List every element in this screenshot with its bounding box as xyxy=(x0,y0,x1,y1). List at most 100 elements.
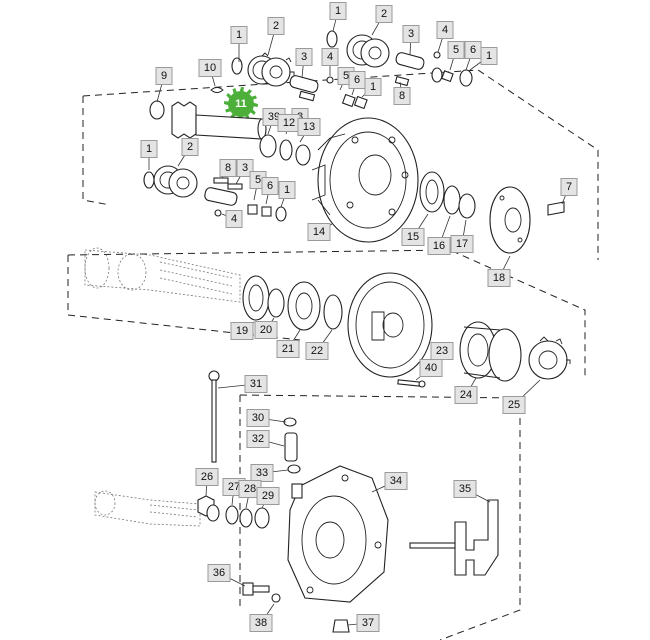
callout-number: 34 xyxy=(390,475,402,487)
callout-4[interactable]: 4 xyxy=(321,48,339,77)
bearing-15-17[interactable] xyxy=(419,171,476,219)
callout-8[interactable]: 8 xyxy=(219,159,237,179)
cover-plate-18[interactable] xyxy=(489,186,565,254)
plug-37[interactable] xyxy=(332,619,350,633)
callout-10[interactable]: 10 xyxy=(198,59,222,87)
callout-box xyxy=(502,396,526,414)
callout-6[interactable]: 6 xyxy=(464,41,482,71)
rod-31[interactable] xyxy=(208,370,220,463)
pin-40[interactable] xyxy=(397,379,426,388)
rings-center[interactable] xyxy=(259,134,311,166)
callout-1[interactable]: 1 xyxy=(278,181,296,208)
callout-2[interactable]: 2 xyxy=(267,17,285,56)
bolt-36-38[interactable] xyxy=(242,582,281,603)
callout-26[interactable]: 26 xyxy=(195,468,219,497)
callout-17[interactable]: 17 xyxy=(450,219,474,253)
pin-top[interactable] xyxy=(289,52,425,102)
callout-4[interactable]: 4 xyxy=(436,21,454,53)
callout-1[interactable]: 1 xyxy=(469,47,498,71)
callout-3[interactable]: 3 xyxy=(295,48,313,79)
callout-15[interactable]: 15 xyxy=(401,213,429,246)
callout-number: 33 xyxy=(256,467,268,479)
shift-fork-35[interactable] xyxy=(409,499,499,576)
callout-12[interactable]: 12 xyxy=(277,114,301,135)
callout-box xyxy=(453,480,477,498)
callout-14[interactable]: 14 xyxy=(307,223,333,241)
gear-left[interactable] xyxy=(143,165,198,198)
callout-28[interactable]: 28 xyxy=(238,480,262,509)
callout-4[interactable]: 4 xyxy=(221,210,243,228)
housing-34[interactable] xyxy=(287,465,389,603)
callout-24[interactable]: 24 xyxy=(454,377,478,404)
callout-36[interactable]: 36 xyxy=(207,564,246,587)
callout-31[interactable]: 31 xyxy=(217,375,268,393)
callout-33[interactable]: 33 xyxy=(250,464,289,482)
callout-1[interactable]: 1 xyxy=(361,78,382,98)
callout-22[interactable]: 22 xyxy=(305,329,333,360)
gear-top-right[interactable] xyxy=(346,34,390,68)
callout-3[interactable]: 3 xyxy=(402,25,420,56)
callout-29[interactable]: 29 xyxy=(256,487,280,509)
callout-5[interactable]: 5 xyxy=(447,41,465,71)
sliding-collar-24[interactable] xyxy=(459,321,522,382)
callout-number: 3 xyxy=(301,51,307,63)
small-blocks-top[interactable] xyxy=(210,51,454,110)
callout-box xyxy=(480,47,498,65)
callout-box xyxy=(384,472,408,490)
callout-8[interactable]: 8 xyxy=(393,81,411,105)
planet-carrier[interactable] xyxy=(311,117,419,243)
callout-34[interactable]: 34 xyxy=(371,472,408,493)
callout-number: 38 xyxy=(255,617,267,629)
pin-left[interactable] xyxy=(204,177,287,222)
gear-top-center[interactable] xyxy=(247,52,295,87)
callout-box xyxy=(261,177,279,195)
callout-number: 18 xyxy=(493,272,505,284)
plunger-30-33[interactable] xyxy=(283,417,301,474)
callout-32[interactable]: 32 xyxy=(246,430,285,448)
callout-25[interactable]: 25 xyxy=(502,379,541,414)
callout-box xyxy=(402,25,420,43)
callout-box xyxy=(140,140,158,158)
callout-13[interactable]: 13 xyxy=(297,118,321,143)
callout-16[interactable]: 16 xyxy=(427,215,451,255)
callout-number: 4 xyxy=(327,51,333,63)
gear-25[interactable] xyxy=(528,336,571,380)
callout-30[interactable]: 30 xyxy=(246,409,287,427)
input-shaft[interactable] xyxy=(149,100,267,140)
callout-37[interactable]: 37 xyxy=(347,614,380,632)
bearing-row-middle[interactable] xyxy=(242,275,343,331)
callout-box xyxy=(364,78,382,96)
callout-1[interactable]: 1 xyxy=(230,26,248,63)
callout-2[interactable]: 2 xyxy=(371,5,393,36)
callout-box xyxy=(246,409,270,427)
callout-1[interactable]: 1 xyxy=(329,2,347,32)
callout-number: 5 xyxy=(255,174,261,186)
callout-number: 1 xyxy=(146,143,152,155)
callout-box xyxy=(375,5,393,23)
callout-19[interactable]: 19 xyxy=(230,321,255,340)
callout-6[interactable]: 6 xyxy=(348,71,366,96)
callout-box xyxy=(356,614,380,632)
callout-2[interactable]: 2 xyxy=(177,138,199,167)
callout-box xyxy=(560,178,578,196)
callout-box xyxy=(198,59,222,77)
ring-gear[interactable] xyxy=(347,272,433,378)
callout-20[interactable]: 20 xyxy=(254,317,278,339)
callout-21[interactable]: 21 xyxy=(276,329,301,358)
callout-1[interactable]: 1 xyxy=(140,140,158,171)
callout-3[interactable]: 3 xyxy=(235,159,254,185)
bushing-top[interactable] xyxy=(231,30,473,87)
callout-9[interactable]: 9 xyxy=(155,67,173,103)
callout-number: 30 xyxy=(252,412,264,424)
callout-number: 16 xyxy=(433,240,445,252)
nut-and-bushings[interactable] xyxy=(197,495,270,529)
callout-number: 32 xyxy=(252,433,264,445)
callout-6[interactable]: 6 xyxy=(261,177,279,205)
callout-38[interactable]: 38 xyxy=(249,603,275,632)
callout-40[interactable]: 40 xyxy=(415,359,443,381)
callout-18[interactable]: 18 xyxy=(487,255,511,287)
callout-number: 4 xyxy=(231,213,237,225)
callout-35[interactable]: 35 xyxy=(453,480,491,503)
callout-7[interactable]: 7 xyxy=(560,178,578,205)
highlighted-part-11[interactable]: 11 xyxy=(224,87,258,121)
